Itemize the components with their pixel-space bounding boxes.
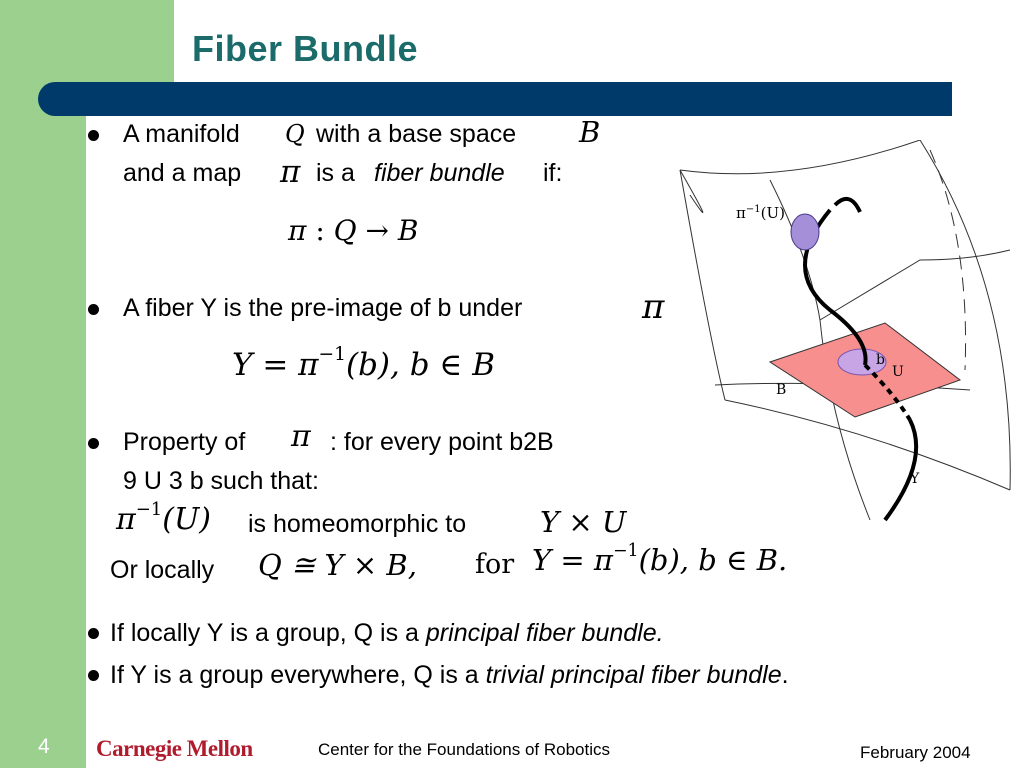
- locally-eq-y: Y = π: [532, 543, 613, 577]
- fiber-eq-y: Y: [232, 347, 253, 383]
- map-eq-b: B: [397, 214, 419, 247]
- label-b-point: b: [876, 352, 885, 368]
- label-u: U: [892, 364, 904, 380]
- locally-eq-rest: (b), b ∈ B.: [638, 543, 788, 577]
- bullet-1-text-e: if:: [543, 159, 563, 187]
- diagram-corner-curl: [679, 169, 704, 214]
- fiber-eq-sup: −1: [318, 344, 346, 366]
- diagram-grid-line-4: [769, 179, 821, 321]
- label-preimage: π−1(U): [736, 204, 785, 222]
- bullet-3-text-b: : for every point b2B: [330, 428, 554, 456]
- locally-math: Q ≅ Y × B,: [258, 548, 417, 582]
- bullet-3-text-a: Property of: [123, 428, 246, 456]
- bullet-4-italic: principal fiber bundle.: [425, 619, 664, 647]
- diagram-bottom-edge: [724, 399, 1011, 491]
- fiber-eq-pi: π: [298, 347, 319, 383]
- map-eq-colon: :: [315, 214, 325, 247]
- bullet-5-text: If Y is a group everywhere, Q is a trivi…: [110, 663, 789, 688]
- homeo-pi: π: [116, 502, 136, 537]
- math-pi-3: π: [291, 419, 311, 454]
- homeo-lhs: π−1(U): [116, 501, 211, 537]
- math-pi-2: π: [642, 287, 665, 327]
- bullet-1-text-b: with a base space: [316, 120, 517, 148]
- sidebar-strip: [0, 0, 86, 768]
- bullet-4-text: If locally Y is a group, Q is a principa…: [110, 621, 664, 646]
- locally-for: for: [475, 549, 515, 580]
- fiber-curve-top: [833, 196, 862, 213]
- bullet-dot: [88, 130, 99, 141]
- diagram-right-edge: [919, 140, 1011, 491]
- carnegie-mellon-logo: Carnegie Mellon: [96, 736, 253, 761]
- bullet-3-line-2: 9 U 3 b such that:: [123, 467, 319, 495]
- title-corner-fill: [86, 0, 174, 82]
- diagram-dashed-curve: [929, 149, 967, 371]
- page-number: 4: [38, 735, 50, 758]
- bullet-5-end: .: [781, 661, 789, 689]
- bullet-2-text: A fiber Y is the pre-image of b under: [123, 294, 523, 322]
- diagram-grid-line-1: [819, 249, 1011, 321]
- label-b-base: B: [776, 382, 786, 398]
- math-q: Q: [285, 120, 305, 148]
- fiber-eq-equals: =: [262, 347, 289, 383]
- fiber-bundle-diagram: π−1(U) b U B Y: [679, 140, 1011, 522]
- math-b: B: [579, 115, 601, 149]
- bullet-1-italic: fiber bundle: [374, 159, 505, 187]
- homeo-text: is homeomorphic to: [248, 510, 467, 538]
- footer-date: February 2004: [860, 743, 971, 762]
- bullet-dot: [88, 628, 99, 639]
- bullet-1-text-c: and a map: [123, 159, 242, 187]
- homeo-arg: (U): [162, 502, 211, 537]
- bullet-1-text-a: A manifold: [123, 120, 240, 148]
- map-eq-arrow: →: [365, 214, 389, 247]
- map-equation: π : Q → B: [288, 217, 418, 245]
- bullet-5-part: If Y is a group everywhere, Q is a: [110, 661, 479, 689]
- bullet-dot: [88, 670, 99, 681]
- diagram-top-edge: [679, 140, 921, 175]
- bullet-1-text-d: is a: [316, 159, 355, 187]
- math-pi: π: [280, 154, 301, 190]
- map-eq-q: Q: [333, 214, 357, 247]
- homeo-rhs: Y × U: [540, 505, 627, 539]
- bullet-dot: [88, 438, 99, 449]
- title-banner: [38, 82, 952, 116]
- preimage-ellipse: [790, 213, 820, 251]
- fiber-equation: Y = π−1(b), b ∈ B: [232, 345, 495, 383]
- locally-equation: Y = π−1(b), b ∈ B.: [532, 542, 788, 577]
- footer-center-text: Center for the Foundations of Robotics: [318, 740, 610, 759]
- homeo-sup: −1: [135, 499, 163, 521]
- slide-title: Fiber Bundle: [192, 28, 419, 69]
- locally-eq-sup: −1: [612, 540, 639, 561]
- fiber-curve-dotted: [863, 363, 912, 422]
- bullet-dot: [88, 304, 99, 315]
- fiber-curve-lower: [883, 419, 919, 522]
- map-eq-pi: π: [288, 214, 307, 247]
- bullet-5-italic: trivial principal fiber bundle: [485, 661, 782, 689]
- locally-text: Or locally: [110, 556, 215, 584]
- bullet-4-part: If locally Y is a group, Q is a: [110, 619, 419, 647]
- fiber-eq-rest: (b), b ∈ B: [345, 347, 495, 383]
- diagram-left-edge: [679, 169, 726, 401]
- label-y: Y: [909, 471, 920, 487]
